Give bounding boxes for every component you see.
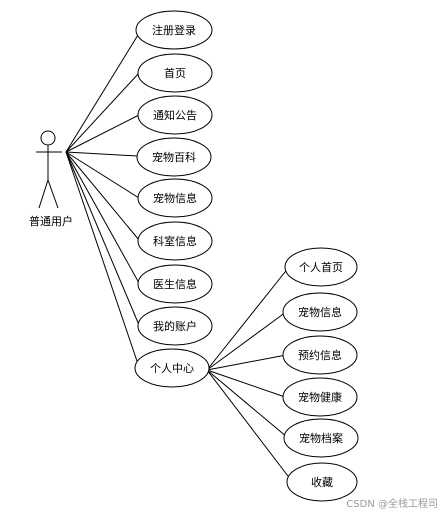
sub-use-case-favorites: 收藏 — [286, 462, 358, 502]
association-line — [206, 311, 287, 371]
use-case-ellipse — [137, 95, 213, 135]
association-line — [65, 151, 140, 241]
use-case-ellipse — [137, 306, 213, 346]
association-line — [65, 72, 140, 153]
association-line — [206, 369, 286, 398]
use-case-label: 个人中心 — [150, 362, 194, 375]
use-case-notices: 通知公告 — [137, 95, 213, 135]
use-case-label: 宠物健康 — [298, 390, 342, 404]
use-case-label: 收藏 — [311, 475, 333, 489]
use-case-ellipse — [137, 178, 213, 218]
sub-use-case-pet-health: 宠物健康 — [282, 377, 358, 417]
association-line — [65, 151, 140, 199]
use-case-ellipse — [286, 462, 358, 502]
use-case-department-info: 科室信息 — [137, 221, 213, 261]
use-case-label: 宠物信息 — [298, 305, 342, 319]
sub-use-case-personal-home: 个人首页 — [284, 247, 358, 287]
use-case-ellipse — [136, 137, 212, 177]
use-case-ellipse — [137, 53, 213, 93]
actor-left-leg — [38, 179, 49, 209]
use-case-my-account: 我的账户 — [137, 306, 213, 346]
association-line — [206, 266, 290, 371]
use-case-label: 注册登录 — [152, 23, 196, 37]
use-case-home: 首页 — [137, 53, 213, 93]
use-case-label: 个人首页 — [299, 260, 343, 274]
use-case-label: 科室信息 — [153, 234, 197, 248]
association-line — [65, 151, 140, 326]
actor-associations — [65, 29, 142, 368]
use-case-label: 预约信息 — [298, 348, 342, 362]
use-case-label: 通知公告 — [153, 108, 197, 122]
use-case-ellipse — [134, 348, 210, 388]
sub-use-case-pet-records: 宠物档案 — [283, 418, 359, 458]
use-case-ellipse — [282, 292, 358, 332]
association-line — [65, 151, 140, 368]
actor-label: 普通用户 — [29, 214, 73, 228]
use-case-label: 宠物百科 — [152, 150, 196, 164]
association-line — [65, 151, 140, 284]
use-case-label: 医生信息 — [153, 277, 197, 291]
use-case-label: 首页 — [164, 66, 186, 80]
use-case-register-login: 注册登录 — [135, 10, 213, 50]
use-case-ellipse — [135, 10, 213, 50]
association-line — [206, 369, 288, 438]
use-case-doctor-info: 医生信息 — [137, 264, 213, 304]
association-line — [206, 354, 287, 371]
association-line — [65, 29, 142, 153]
use-case-label: 宠物信息 — [153, 191, 197, 205]
use-case-personal-center: 个人中心 — [134, 348, 210, 388]
use-case-ellipse — [137, 221, 213, 261]
use-case-ellipse — [137, 264, 213, 304]
use-case-ellipse — [283, 418, 359, 458]
sub-use-case-appointments: 预约信息 — [282, 335, 358, 375]
use-case-ellipse — [282, 335, 358, 375]
use-case-pet-encyclopedia: 宠物百科 — [136, 137, 212, 177]
use-case-label: 宠物档案 — [299, 431, 343, 445]
watermark: CSDN @全栈工程司 — [346, 499, 438, 510]
actor-head — [40, 130, 56, 146]
association-line — [65, 114, 140, 153]
use-case-label: 我的账户 — [153, 319, 197, 333]
association-line — [65, 151, 139, 157]
actor-figure — [36, 130, 62, 209]
use-case-ellipse — [284, 247, 358, 287]
use-case-pet-info: 宠物信息 — [137, 178, 213, 218]
personal-center-associations — [206, 266, 292, 481]
use-case-ellipse — [282, 377, 358, 417]
sub-use-case-pet-info: 宠物信息 — [282, 292, 358, 332]
actor-right-leg — [47, 179, 59, 209]
association-line — [206, 369, 292, 481]
